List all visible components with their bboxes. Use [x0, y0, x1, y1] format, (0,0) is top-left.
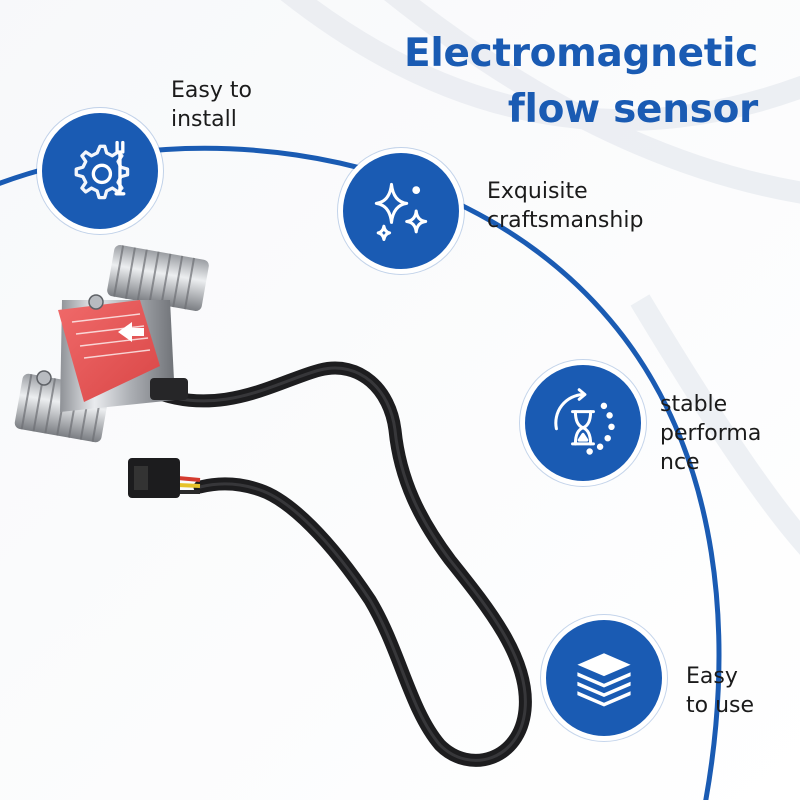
feature-easy-use-badge: [541, 615, 667, 741]
title-line-2: flow sensor: [507, 87, 758, 132]
feature-performance-badge: [520, 360, 646, 486]
flow-sensor-image: [14, 245, 532, 767]
layers-icon: [577, 653, 631, 707]
feature-install-label: Easy to install: [171, 78, 252, 132]
feature-performance-label: stable performa nce: [660, 392, 762, 475]
feature-craftsmanship-label: Exquisite craftsmanship: [487, 179, 644, 233]
gear-wrench-icon: [74, 140, 130, 200]
feature-craftsmanship-badge: [338, 148, 464, 274]
page-title: Electromagnetic flow sensor: [404, 26, 758, 138]
hourglass-icon: [554, 388, 615, 455]
feature-install-badge: [37, 108, 163, 234]
feature-easy-use-label: Easy to use: [686, 664, 755, 718]
sparkle-icon: [374, 182, 428, 242]
title-line-1: Electromagnetic: [404, 31, 758, 76]
